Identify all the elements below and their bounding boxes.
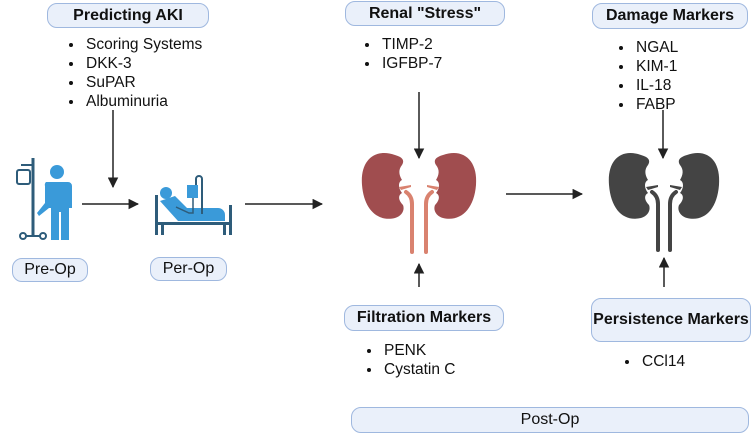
predicting-aki-title: Predicting AKI	[73, 6, 183, 24]
pre-op-text: Pre-Op	[24, 261, 76, 278]
filtration-markers-box: Filtration Markers	[344, 305, 504, 331]
post-op-label: Post-Op	[351, 407, 749, 433]
list-item: TIMP-2	[380, 35, 442, 54]
persistence-markers-list: CCl14	[618, 352, 685, 371]
list-item: CCl14	[640, 352, 685, 371]
list-item: FABP	[634, 95, 678, 114]
list-item: IL-18	[634, 76, 678, 95]
damage-markers-title: Damage Markers	[605, 7, 735, 24]
post-op-text: Post-Op	[520, 411, 580, 428]
list-item: Scoring Systems	[84, 35, 202, 54]
renal-stress-title: Renal "Stress"	[368, 4, 482, 22]
filtration-markers-title: Filtration Markers	[356, 309, 492, 326]
persistence-markers-box: Persistence Markers	[591, 298, 751, 342]
patient-in-bed-icon	[155, 175, 232, 235]
list-item: DKK-3	[84, 54, 202, 73]
list-item: KIM-1	[634, 57, 678, 76]
per-op-label: Per-Op	[150, 257, 227, 281]
list-item: Cystatin C	[382, 360, 456, 379]
stressed-kidneys-icon	[361, 153, 477, 254]
persistence-markers-title: Persistence Markers	[593, 311, 749, 328]
damage-markers-list: NGAL KIM-1 IL-18 FABP	[612, 38, 678, 114]
per-op-text: Per-Op	[162, 260, 215, 277]
predicting-aki-box: Predicting AKI	[47, 3, 209, 28]
list-item: NGAL	[634, 38, 678, 57]
damage-markers-box: Damage Markers	[592, 3, 748, 29]
patient-iv-icon	[16, 158, 72, 240]
damaged-kidneys-icon	[608, 153, 720, 252]
renal-stress-list: TIMP-2 IGFBP-7	[358, 35, 442, 73]
list-item: SuPAR	[84, 73, 202, 92]
list-item: Albuminuria	[84, 92, 202, 111]
list-item: PENK	[382, 341, 456, 360]
predicting-aki-list: Scoring Systems DKK-3 SuPAR Albuminuria	[62, 35, 202, 111]
renal-stress-box: Renal "Stress"	[345, 1, 505, 26]
list-item: IGFBP-7	[380, 54, 442, 73]
pre-op-label: Pre-Op	[12, 258, 88, 282]
filtration-markers-list: PENK Cystatin C	[360, 341, 456, 379]
